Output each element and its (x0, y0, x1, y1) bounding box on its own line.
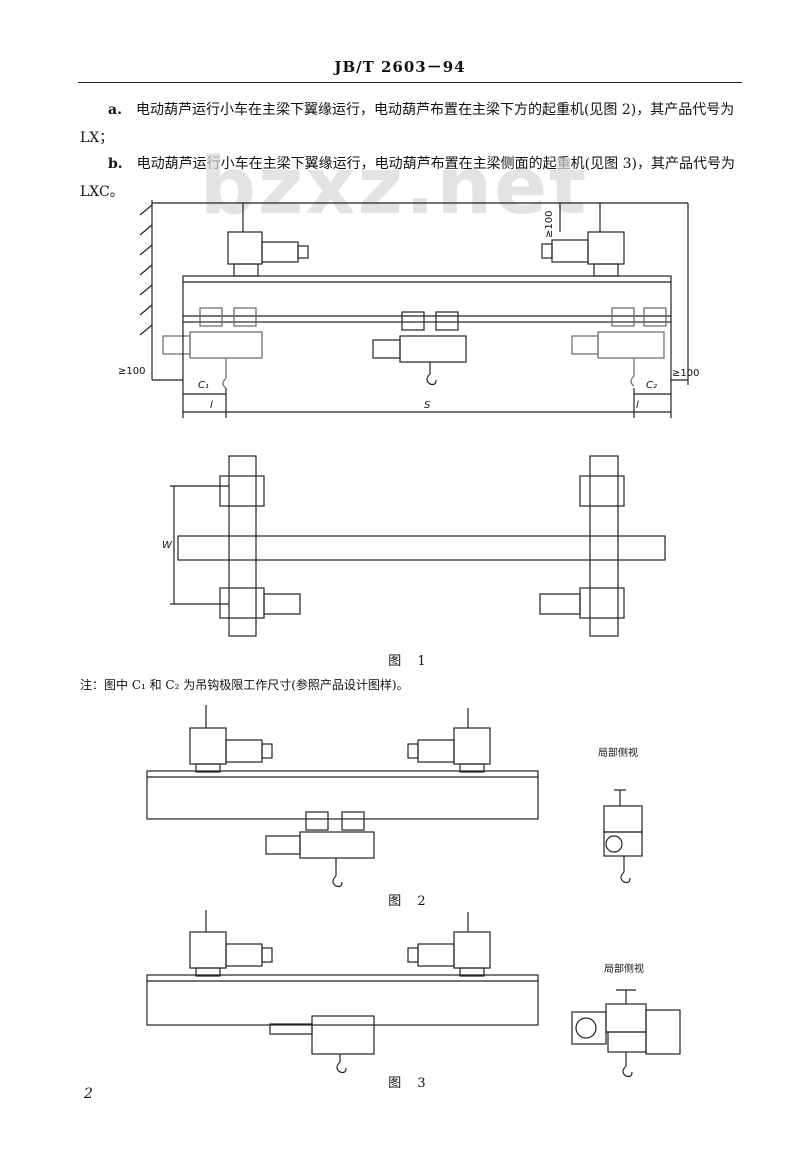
hoist-middle (372, 311, 467, 386)
label-s: S (424, 400, 431, 411)
paragraph-b: b.电动葫芦运行小车在主梁下翼缘运行，电动葫芦布置在主梁侧面的起重机(见图 3)… (80, 150, 744, 206)
figure-1-caption: 图 1 (388, 654, 432, 669)
end-carriage-right (589, 455, 619, 637)
paragraph-b-tag: b. (108, 156, 123, 172)
label-c2: C₂ (646, 380, 657, 391)
header-rule (78, 82, 742, 83)
plan-view (170, 455, 666, 637)
left-wall-hatch (139, 200, 153, 380)
end-truck-right (541, 203, 625, 277)
label-l-left: l (210, 400, 213, 411)
paragraph-a: a.电动葫芦运行小车在主梁下翼缘运行，电动葫芦布置在主梁下方的起重机(见图 2)… (80, 96, 744, 152)
label-c1: C₁ (198, 380, 209, 391)
dim-right-label: ≥100 (672, 368, 700, 379)
figure-2-caption: 图 2 (388, 894, 432, 909)
page-header: JB/T 2603－94 (334, 58, 466, 76)
main-beam-elevation (182, 275, 672, 323)
main-beam-plan (177, 535, 666, 561)
dim-left-label: ≥100 (118, 366, 146, 377)
figure-3-caption: 图 3 (388, 1076, 432, 1091)
paragraph-a-tag: a. (108, 102, 122, 118)
label-w: W (162, 540, 172, 551)
label-l-right: l (636, 400, 639, 411)
hoist-right (571, 307, 667, 387)
end-truck-left (227, 203, 309, 277)
end-carriage-left (228, 455, 257, 637)
dim-top-label: ≥100 (544, 210, 555, 238)
watermark: bzxz.net (200, 142, 589, 232)
page-number: 2 (84, 1086, 93, 1102)
figure-2-drawing (146, 705, 643, 888)
paragraph-a-text: 电动葫芦运行小车在主梁下翼缘运行，电动葫芦布置在主梁下方的起重机(见图 2)，其… (80, 102, 735, 146)
paragraph-b-text: 电动葫芦运行小车在主梁下翼缘运行，电动葫芦布置在主梁侧面的起重机(见图 3)，其… (80, 156, 735, 200)
hoist-left (162, 307, 263, 389)
figure-3-drawing (146, 910, 681, 1078)
figure-3-side-label: 局部侧视 (604, 964, 644, 975)
figure-2-side-label: 局部侧视 (598, 748, 638, 759)
figure-note: 注：图中 C₁ 和 C₂ 为吊钩极限工作尺寸(参照产品设计图样)。 (80, 678, 409, 692)
